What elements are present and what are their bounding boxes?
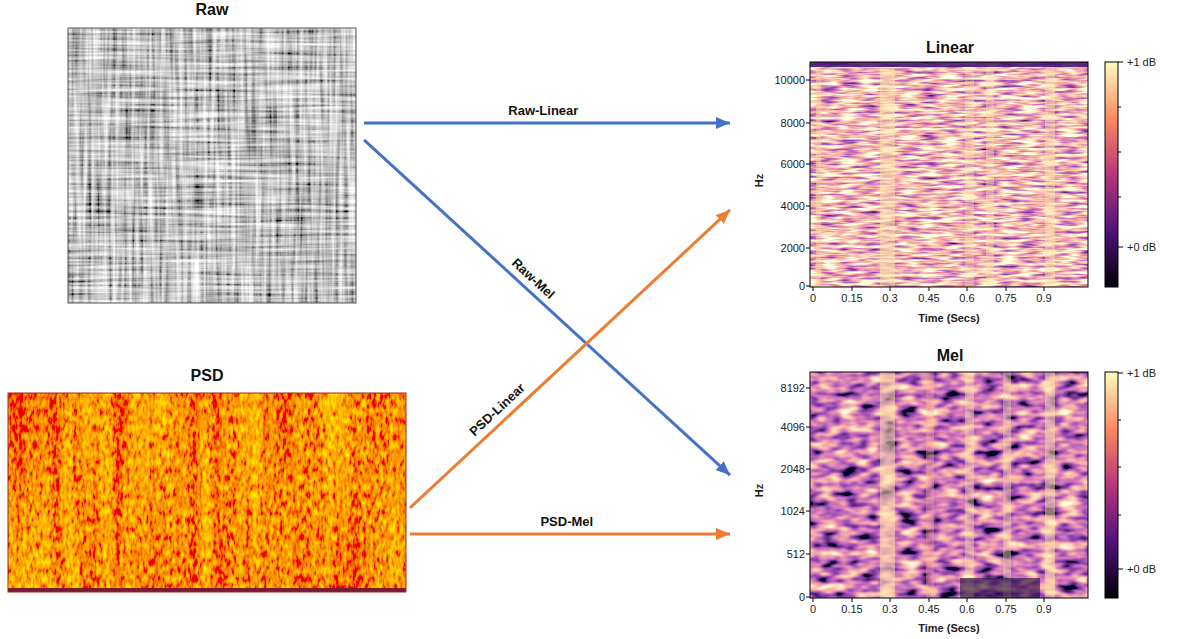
tick-label: 2048 — [781, 463, 805, 476]
tick-label: 0.75 — [995, 603, 1016, 616]
tick-label: 0.45 — [918, 292, 939, 305]
raw-image — [68, 28, 356, 303]
panel-title: Mel — [730, 346, 1170, 366]
panel-title: PSD — [4, 366, 410, 386]
axis-label: Time (Secs) — [918, 312, 980, 325]
tick-label: 0 — [799, 591, 805, 604]
tick-label: 8000 — [781, 117, 805, 130]
axis-label: Hz — [753, 173, 766, 186]
tick-label: 10000 — [774, 74, 805, 87]
arrow-connector — [364, 121, 730, 124]
tick-label: 0.9 — [1036, 603, 1051, 616]
edge-label: PSD-Mel — [537, 514, 596, 529]
tick-label: 1024 — [781, 505, 805, 518]
tick-label: 0.75 — [995, 292, 1016, 305]
psd-image — [8, 393, 406, 592]
linear-spectrogram — [806, 62, 1123, 291]
tick-label: 0.6 — [959, 603, 974, 616]
arrow-connector — [410, 210, 730, 508]
tick-label: 0 — [810, 292, 816, 305]
tick-label: 512 — [787, 548, 805, 561]
tick-label: 0 — [810, 603, 816, 616]
tick-label: 0.15 — [841, 292, 862, 305]
panel-title: Linear — [730, 38, 1170, 58]
tick-label: 0 — [799, 280, 805, 293]
edge-label: Raw-Linear — [505, 103, 581, 118]
edge-label: PSD-Linear — [465, 378, 531, 441]
tick-label: 0.9 — [1036, 292, 1051, 305]
tick-label: 0.3 — [882, 603, 897, 616]
edge-label: Raw-Mel — [507, 253, 560, 304]
axis-label: Hz — [753, 483, 766, 496]
panel-title: Raw — [60, 0, 364, 20]
tick-label: +1 dB — [1127, 56, 1156, 69]
axis-label: Time (Secs) — [918, 622, 980, 635]
tick-label: 8192 — [781, 382, 805, 395]
panel: Raw — [60, 0, 364, 306]
tick-label: 0.3 — [882, 292, 897, 305]
tick-label: 0.6 — [959, 292, 974, 305]
tick-label: +0 dB — [1127, 241, 1156, 254]
tick-label: +1 dB — [1127, 367, 1156, 380]
panel: PSD — [4, 366, 410, 596]
tick-label: +0 dB — [1127, 563, 1156, 576]
tick-label: 0.45 — [918, 603, 939, 616]
tick-label: 6000 — [781, 158, 805, 171]
tick-label: 4000 — [781, 200, 805, 213]
tick-label: 4096 — [781, 421, 805, 434]
tick-label: 0.15 — [841, 603, 862, 616]
arrow-connector — [364, 140, 730, 475]
arrow-connector — [410, 532, 730, 535]
tick-label: 2000 — [781, 242, 805, 255]
mel-spectrogram — [806, 372, 1123, 602]
